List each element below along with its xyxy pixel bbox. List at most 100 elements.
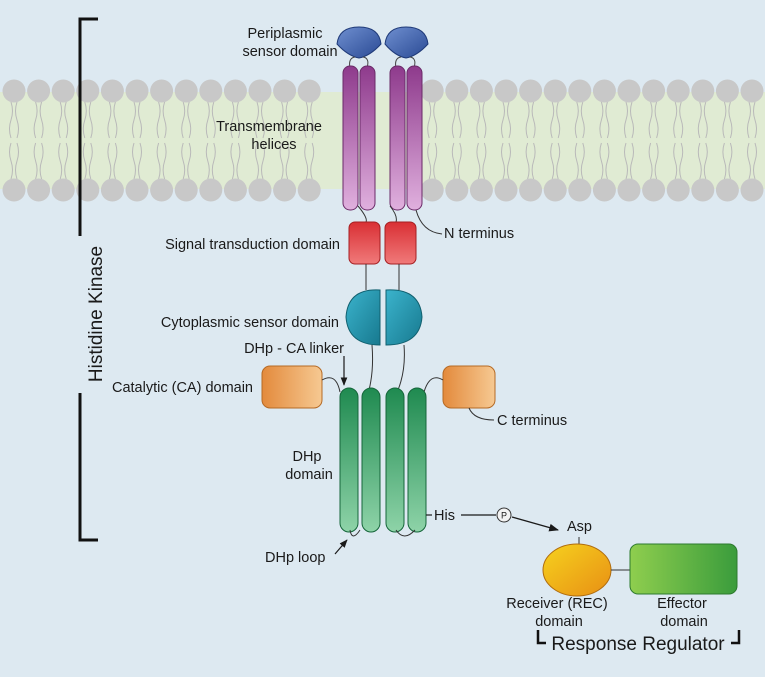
lipid-head	[125, 79, 149, 103]
dhp-loops	[349, 529, 416, 537]
dhp-domain-label: DHp domain	[285, 449, 333, 483]
cytoplasmic-sensor-left	[345, 289, 381, 346]
lipid-head	[642, 178, 666, 202]
lipid-head	[51, 79, 75, 103]
dhp-loop-arrow	[334, 539, 348, 555]
lipid-head	[51, 178, 75, 202]
response-regulator-label: Response Regulator	[551, 634, 725, 655]
lipid-tail	[697, 101, 708, 180]
lipid-tail	[501, 101, 511, 180]
lipid-head	[691, 178, 715, 202]
tm-linkers	[357, 205, 443, 235]
lipid-bilayer	[0, 79, 765, 202]
lipid-head	[273, 178, 297, 202]
periplasmic-sensor-domains	[336, 26, 429, 69]
lipid-tail	[476, 101, 487, 180]
dhp-loop-label: DHp loop	[265, 550, 325, 566]
lipid-head	[592, 178, 616, 202]
phosphate-icon	[496, 507, 512, 523]
catalytic-domain-label: Catalytic (CA) domain	[112, 380, 253, 396]
lipid-tail	[624, 101, 634, 180]
lipid-tail	[574, 101, 585, 180]
lipid-head	[740, 178, 764, 202]
signal-transduction-label: Signal transduction domain	[165, 237, 340, 253]
lipid-head	[100, 178, 124, 202]
lipid-tail	[673, 101, 684, 180]
lipid-head	[248, 79, 272, 103]
lipid-head	[568, 178, 592, 202]
lipid-tail	[9, 101, 19, 180]
lipid-head	[642, 79, 666, 103]
lipid-tail	[58, 101, 69, 180]
lipid-head	[592, 79, 616, 103]
effector-domain	[629, 543, 738, 595]
lipid-head	[2, 79, 26, 103]
signal-transduction-right	[384, 221, 417, 265]
lipid-tail	[230, 101, 241, 180]
lipid-tail	[82, 101, 93, 180]
lipid-head	[617, 79, 641, 103]
cyto-dhp-linkers	[368, 344, 405, 391]
cytoplasmic-sensor-domains	[345, 289, 423, 346]
lipid-head	[666, 79, 690, 103]
signal-transduction-left	[348, 221, 381, 265]
lipid-tail	[648, 101, 659, 180]
lipid-head	[543, 178, 567, 202]
lipid-head	[125, 178, 149, 202]
lipid-head	[519, 178, 543, 202]
periplasmic-sensor-left	[336, 26, 382, 59]
tm-helix-2	[359, 65, 376, 211]
effector-domain-label: Effector domain	[657, 596, 711, 630]
tm-helix-1	[342, 65, 359, 211]
catalytic-domain-left	[261, 365, 323, 409]
c-terminus-label: C terminus	[497, 413, 567, 429]
lipid-head	[543, 79, 567, 103]
histidine-kinase-label: Histidine Kinase	[86, 246, 107, 382]
lipid-head	[100, 79, 124, 103]
lipid-tail	[599, 101, 610, 180]
periplasmic-linkers	[349, 56, 416, 69]
lipid-head	[740, 79, 764, 103]
lipid-head	[469, 79, 493, 103]
histidine-kinase-bracket	[78, 17, 98, 542]
lipid-tail	[205, 101, 216, 180]
lipid-tail	[304, 101, 315, 180]
tm-helix-4	[406, 65, 423, 211]
lipid-head	[2, 178, 26, 202]
dhp-helix-4	[407, 387, 427, 533]
lipid-head	[494, 79, 518, 103]
lipid-head	[273, 79, 297, 103]
lipid-head	[715, 178, 739, 202]
lipid-tail	[427, 101, 438, 180]
lipid-head	[174, 178, 198, 202]
lipid-head	[150, 178, 174, 202]
lipid-head	[420, 79, 444, 103]
ca-linkers	[321, 377, 444, 393]
lipid-tail	[156, 101, 167, 180]
lipid-tail	[451, 101, 462, 180]
dhp-helix-1	[339, 387, 359, 533]
periplasmic-sensor-right	[384, 26, 429, 59]
his-label: His	[434, 508, 455, 524]
lipid-head	[691, 79, 715, 103]
transmembrane-label: Transmembrane helices	[216, 119, 326, 153]
n-terminus-label: N terminus	[444, 226, 514, 242]
lipid-head	[715, 79, 739, 103]
lipid-head	[420, 178, 444, 202]
receiver-domain-label: Receiver (REC) domain	[506, 596, 612, 630]
lipid-head	[445, 178, 469, 202]
lipid-head	[617, 178, 641, 202]
lipid-tail	[525, 101, 536, 180]
lipid-head	[223, 178, 247, 202]
lipid-tail	[279, 101, 290, 180]
lipid-tail	[107, 101, 118, 180]
catalytic-domain-right	[442, 365, 496, 409]
periplasmic-sensor-label: Periplasmic sensor domain	[242, 26, 337, 60]
asp-label: Asp	[567, 519, 592, 535]
lipid-tail	[722, 101, 733, 180]
lipid-head	[494, 178, 518, 202]
lipid-head	[297, 178, 321, 202]
lipid-head	[248, 178, 272, 202]
lipid-tail	[550, 101, 561, 180]
